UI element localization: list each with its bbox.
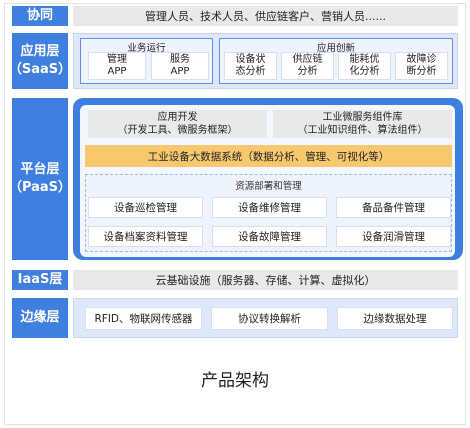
bigdata-system-text: 工业设备大数据系统（数据分析、管理、可视化等） xyxy=(147,150,390,163)
resource-mgmt-title: 资源部署和管理 xyxy=(235,181,302,192)
edge-label-text: 边缘层 xyxy=(20,310,60,326)
diagram-caption: 产品架构 xyxy=(201,371,269,391)
app-dev-title: 应用开发 xyxy=(157,112,198,123)
microservice-lib-sub: （工业知识组件、算法组件） xyxy=(297,125,428,136)
energy-optimization-analysis: 能耗优 化分析 xyxy=(338,52,391,80)
lubrication-mgmt: 设备润滑管理 xyxy=(336,226,451,247)
app-dev-sub: （开发工具、微服务框架） xyxy=(117,125,238,136)
fault-diagnosis-analysis: 故障诊 断分析 xyxy=(395,52,448,80)
iaas-content-text: 云基础设施（服务器、存储、计算、虚拟化） xyxy=(155,274,376,287)
collab-layer-label: 协同 xyxy=(12,6,68,26)
service-app: 服务 APP xyxy=(151,52,209,80)
protocol-conversion: 协议转换解析 xyxy=(211,307,328,330)
edge-data-processing: 边缘数据处理 xyxy=(337,307,453,330)
saas-label-line1: 应用层 xyxy=(20,44,60,60)
microservice-lib-title: 工业微服务组件库 xyxy=(322,112,403,123)
iaas-content-bar: 云基础设施（服务器、存储、计算、虚拟化） xyxy=(73,270,458,290)
iaas-layer-label: IaaS层 xyxy=(12,270,68,290)
saas-layer-label: 应用层 （SaaS） xyxy=(8,33,72,89)
bigdata-system-bar: 工业设备大数据系统（数据分析、管理、可视化等） xyxy=(85,145,452,167)
device-status-analysis: 设备状 态分析 xyxy=(224,52,277,80)
rfid-iot-sensor: RFID、物联网传感器 xyxy=(85,307,202,330)
fault-mgmt: 设备故障管理 xyxy=(212,226,327,247)
app-dev-box: 应用开发 （开发工具、微服务框架） xyxy=(88,110,267,138)
edge-layer-label: 边缘层 xyxy=(12,298,68,338)
paas-label-line2: （PaaS） xyxy=(8,180,72,195)
collab-content-text: 管理人员、技术人员、供应链客户、营销人员...... xyxy=(145,10,386,23)
collab-label-text: 协同 xyxy=(26,8,53,24)
archive-mgmt: 设备档案资料管理 xyxy=(88,226,203,247)
collab-content-bar: 管理人员、技术人员、供应链客户、营销人员...... xyxy=(73,6,458,26)
microservice-lib-box: 工业微服务组件库 （工业知识组件、算法组件） xyxy=(273,110,452,138)
supply-chain-analysis: 供应链 分析 xyxy=(281,52,334,80)
saas-label-line2: （SaaS） xyxy=(8,62,72,77)
paas-layer-label: 平台层 （PaaS） xyxy=(8,98,72,260)
paas-label-line1: 平台层 xyxy=(20,162,60,178)
iaas-label-text: IaaS层 xyxy=(17,272,63,288)
repair-mgmt: 设备维修管理 xyxy=(212,197,327,218)
spare-parts-mgmt: 备品备件管理 xyxy=(336,197,451,218)
management-app: 管理 APP xyxy=(88,52,146,80)
inspection-mgmt: 设备巡检管理 xyxy=(88,197,203,218)
business-ops-title: 业务运行 xyxy=(127,43,166,54)
app-innovation-title: 应用创新 xyxy=(316,43,355,54)
